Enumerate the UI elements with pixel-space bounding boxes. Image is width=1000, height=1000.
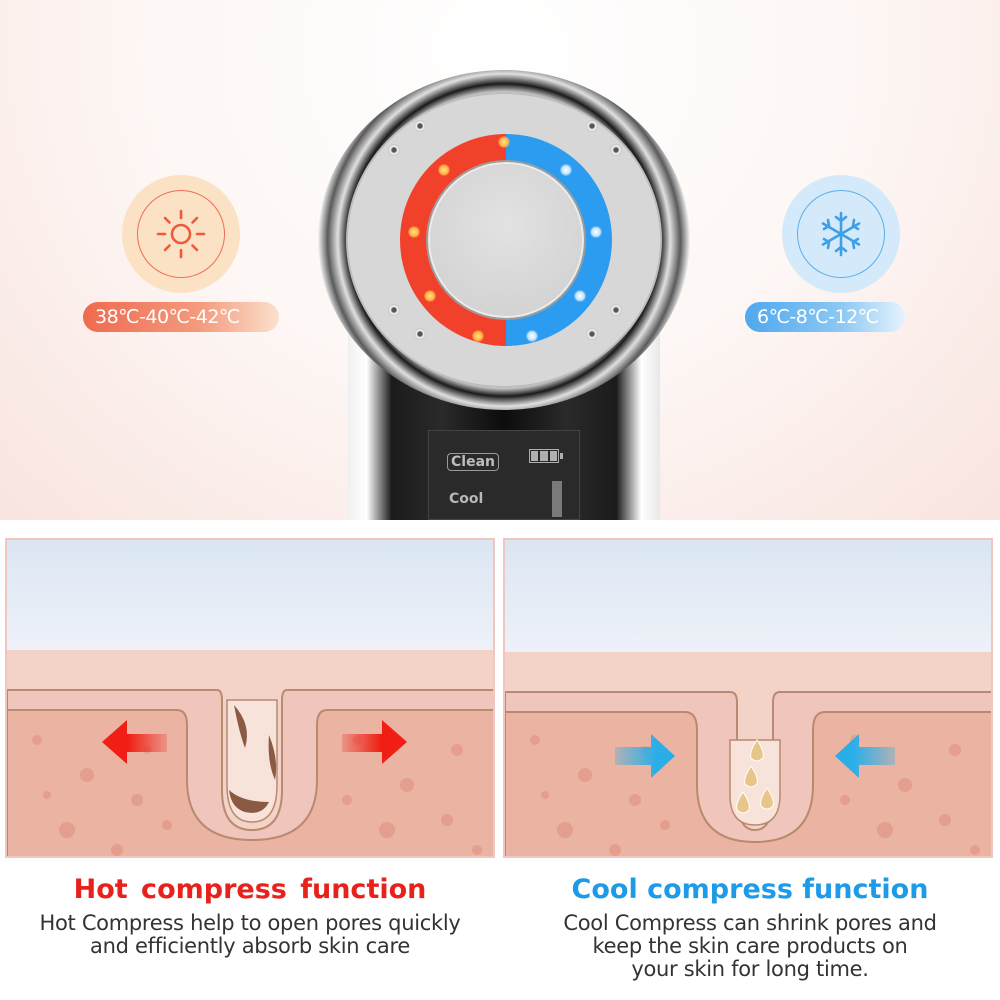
- device-core-plate: [428, 162, 584, 318]
- hot-temperature-badge: 38℃-40℃-42℃: [80, 170, 280, 390]
- sun-icon: [156, 209, 206, 259]
- battery-icon: [529, 449, 563, 463]
- clean-mode-label: Clean: [447, 453, 499, 471]
- cool-compress-illustration: [503, 538, 993, 858]
- beauty-device: Clean Cool: [318, 70, 690, 520]
- cool-compress-title: Cool compress function: [571, 874, 929, 905]
- cool-compress-description: Cool Compress can shrink pores and keep …: [563, 911, 937, 981]
- device-display: Clean Cool: [428, 430, 580, 520]
- cold-temperature-range: 6℃-8℃-12℃: [745, 302, 905, 332]
- device-head: [318, 70, 690, 410]
- hot-compress-description: Hot Compress help to open pores quickly …: [39, 911, 461, 958]
- screw-icon: [610, 304, 622, 316]
- screw-icon: [388, 144, 400, 156]
- screw-icon: [610, 144, 622, 156]
- screw-icon: [414, 120, 426, 132]
- device-plate: [346, 92, 662, 388]
- cool-compress-caption: Cool compress function Cool Compress can…: [500, 870, 1000, 981]
- screw-icon: [586, 328, 598, 340]
- cold-temperature-badge: 6℃-8℃-12℃: [740, 170, 940, 390]
- hot-cold-led-ring: [400, 134, 612, 346]
- snowflake-icon: [821, 211, 861, 257]
- product-hero: 38℃-40℃-42℃ 6℃-8℃-12℃: [0, 0, 1000, 520]
- hot-compress-title: Hot compress function: [73, 874, 427, 905]
- screw-icon: [414, 328, 426, 340]
- hot-compress-illustration: [5, 538, 495, 858]
- hot-temperature-range: 38℃-40℃-42℃: [83, 302, 279, 332]
- level-bar: [552, 481, 562, 517]
- hot-compress-caption: Hot compress function Hot Compress help …: [0, 870, 500, 958]
- screw-icon: [586, 120, 598, 132]
- screw-icon: [388, 304, 400, 316]
- cool-mode-label: Cool: [449, 491, 484, 507]
